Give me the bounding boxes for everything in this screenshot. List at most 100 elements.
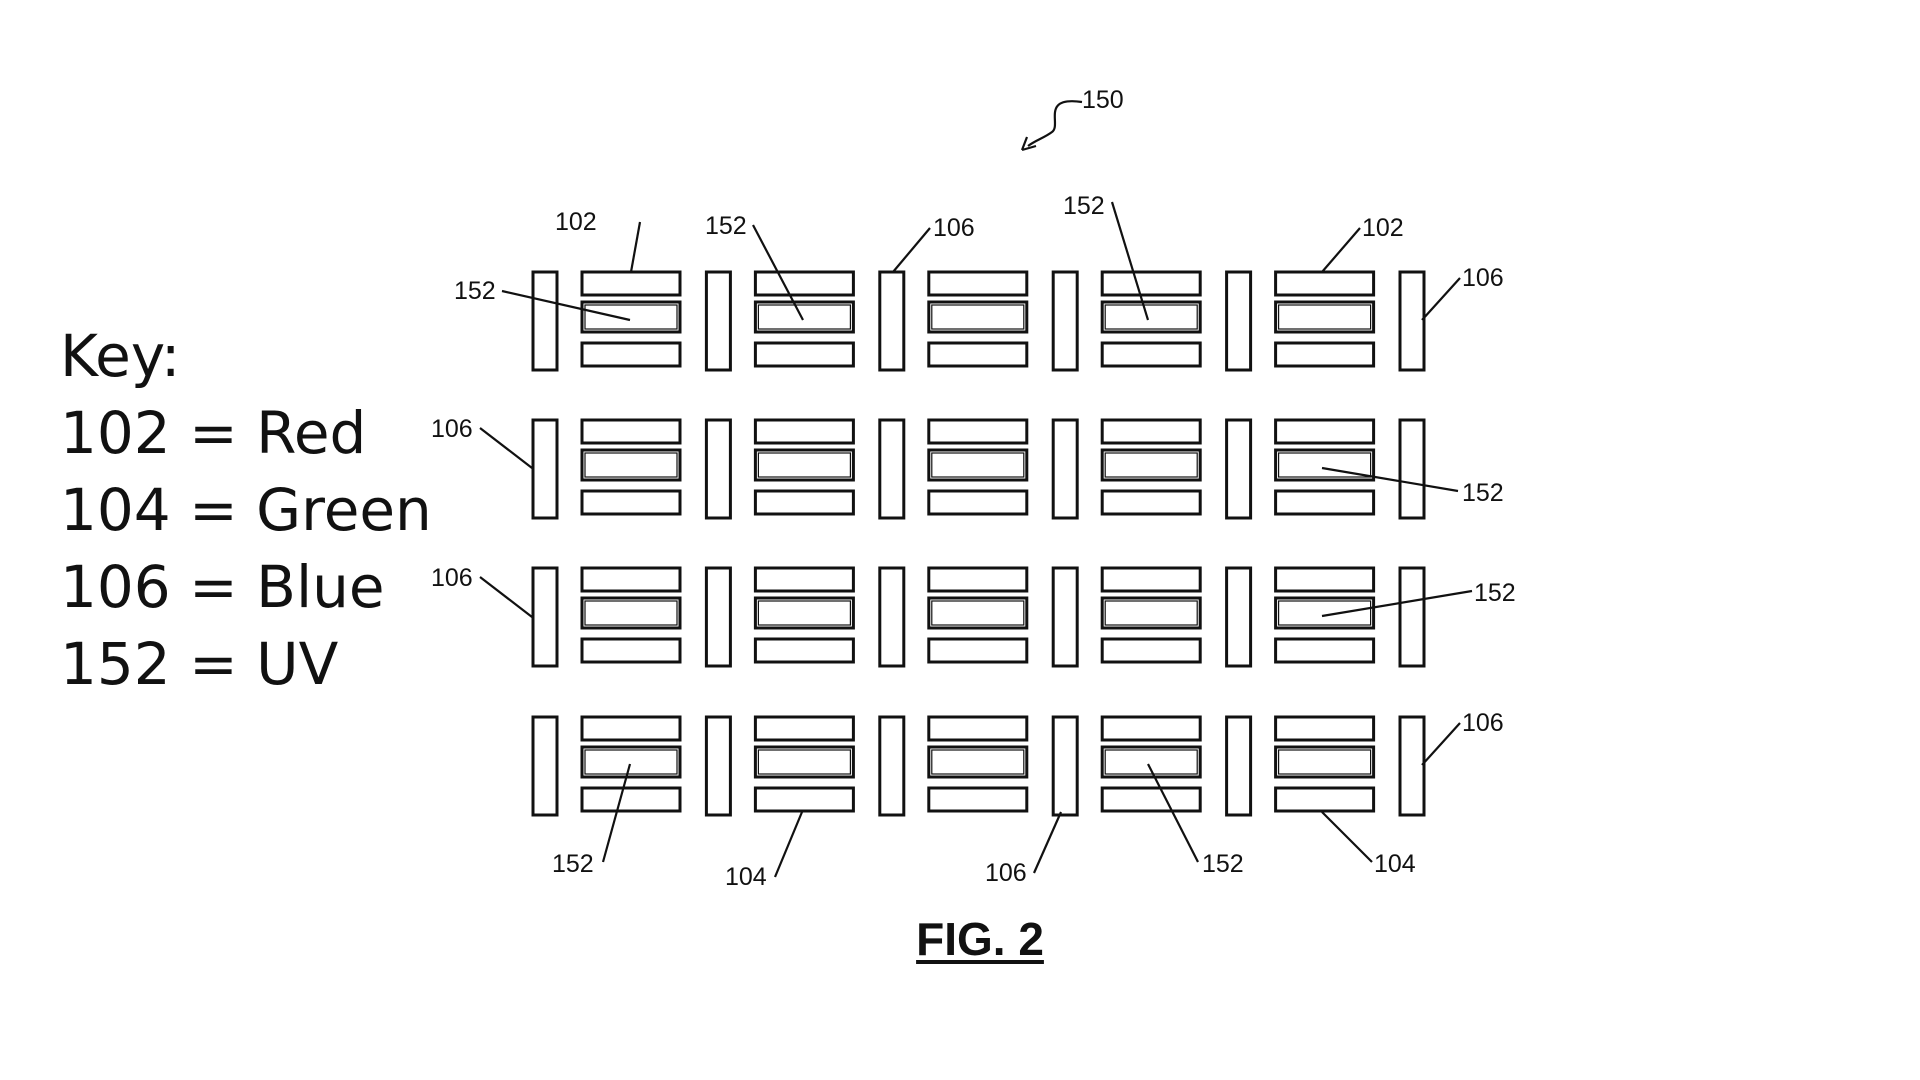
pixel-group — [1100, 418, 1202, 516]
red-led-layer — [580, 566, 682, 593]
color-key: Key: 102 = Red 104 = Green 106 = Blue 15… — [60, 318, 432, 703]
uv-led-layer — [1274, 745, 1376, 779]
uv-inner-border — [931, 452, 1025, 478]
pixel-group — [1100, 715, 1202, 813]
leader-line — [1321, 589, 1473, 618]
blue-led-strip — [704, 270, 732, 372]
uv-inner-border — [1104, 304, 1198, 330]
pixel-group — [1100, 270, 1202, 368]
leader-line — [1147, 763, 1199, 863]
leader-line — [1110, 201, 1150, 321]
uv-inner-border — [584, 304, 678, 330]
leader-line — [1321, 227, 1361, 273]
leader-line — [501, 289, 631, 322]
uv-inner-border — [1277, 304, 1372, 330]
pixel-group — [580, 715, 682, 813]
ref-label-uv: 152 — [1462, 479, 1504, 507]
uv-led-layer — [753, 745, 855, 779]
uv-led-layer — [1100, 448, 1202, 482]
green-led-layer — [1274, 341, 1376, 368]
ref-label-uv: 152 — [1474, 579, 1516, 607]
green-led-layer — [580, 341, 682, 368]
ref-label-green: 104 — [1374, 850, 1416, 878]
uv-led-layer — [1274, 300, 1376, 334]
red-led-layer — [1100, 715, 1202, 742]
blue-led-strip — [704, 418, 732, 520]
green-led-layer — [1274, 786, 1376, 813]
blue-led-strip — [531, 270, 559, 372]
red-led-layer — [753, 566, 855, 593]
uv-inner-border — [757, 304, 852, 330]
blue-led-strip — [704, 566, 732, 668]
pixel-group — [753, 270, 855, 368]
pixel-group — [580, 566, 682, 664]
uv-led-layer — [927, 745, 1029, 779]
uv-led-layer — [927, 448, 1029, 482]
ref-label-red: 102 — [1362, 214, 1404, 242]
green-led-layer — [580, 637, 682, 664]
leader-line — [892, 227, 931, 273]
key-entry-blue: 106 = Blue — [60, 553, 385, 621]
ref-label-uv: 152 — [1063, 192, 1105, 220]
blue-led-strip — [1225, 715, 1253, 817]
green-led-layer — [753, 786, 855, 813]
red-led-layer — [927, 418, 1029, 445]
uv-inner-border — [931, 600, 1025, 626]
leader-line — [479, 576, 533, 618]
pixel-group — [927, 566, 1029, 664]
green-led-layer — [753, 341, 855, 368]
leader-line — [629, 221, 642, 273]
ref-label-red: 102 — [555, 208, 597, 236]
green-led-layer — [1274, 637, 1376, 664]
key-entry-red: 102 = Red — [60, 399, 367, 467]
green-led-layer — [927, 341, 1029, 368]
red-led-layer — [927, 270, 1029, 297]
ref-label-uv: 152 — [454, 277, 496, 305]
blue-led-strip — [531, 715, 559, 817]
blue-led-strip — [1225, 566, 1253, 668]
key-heading: Key: — [60, 322, 181, 390]
uv-inner-border — [1104, 600, 1198, 626]
ref-label-array: 150 — [1082, 86, 1124, 114]
leader-line — [1321, 466, 1459, 493]
led-pixel-array — [531, 270, 1426, 817]
ref-label-uv: 152 — [705, 212, 747, 240]
leader-line — [1321, 811, 1373, 863]
ref-label-green: 104 — [725, 863, 767, 891]
pixel-group — [927, 715, 1029, 813]
uv-led-layer — [927, 596, 1029, 630]
pixel-group — [927, 418, 1029, 516]
ref-label-blue: 106 — [933, 214, 975, 242]
pixel-group — [753, 566, 855, 664]
green-led-layer — [580, 489, 682, 516]
blue-led-strip — [878, 566, 906, 668]
blue-led-strip — [878, 270, 906, 372]
red-led-layer — [1100, 566, 1202, 593]
uv-inner-border — [931, 304, 1025, 330]
uv-inner-border — [1277, 600, 1372, 626]
pixel-group — [753, 418, 855, 516]
green-led-layer — [1100, 341, 1202, 368]
red-led-layer — [927, 715, 1029, 742]
uv-led-layer — [580, 745, 682, 779]
red-led-layer — [580, 270, 682, 297]
uv-led-layer — [753, 448, 855, 482]
blue-led-strip — [878, 418, 906, 520]
green-led-layer — [1100, 489, 1202, 516]
uv-inner-border — [1104, 749, 1198, 775]
uv-led-layer — [580, 300, 682, 334]
red-led-layer — [753, 270, 855, 297]
red-led-layer — [753, 418, 855, 445]
green-led-layer — [753, 637, 855, 664]
red-led-layer — [753, 715, 855, 742]
blue-led-strip — [531, 418, 559, 520]
uv-led-layer — [753, 300, 855, 334]
green-led-layer — [927, 786, 1029, 813]
red-led-layer — [1100, 270, 1202, 297]
ref-label-blue: 106 — [1462, 264, 1504, 292]
blue-led-strip — [1398, 418, 1426, 520]
red-led-layer — [1274, 418, 1376, 445]
ref-label-blue: 106 — [431, 415, 473, 443]
